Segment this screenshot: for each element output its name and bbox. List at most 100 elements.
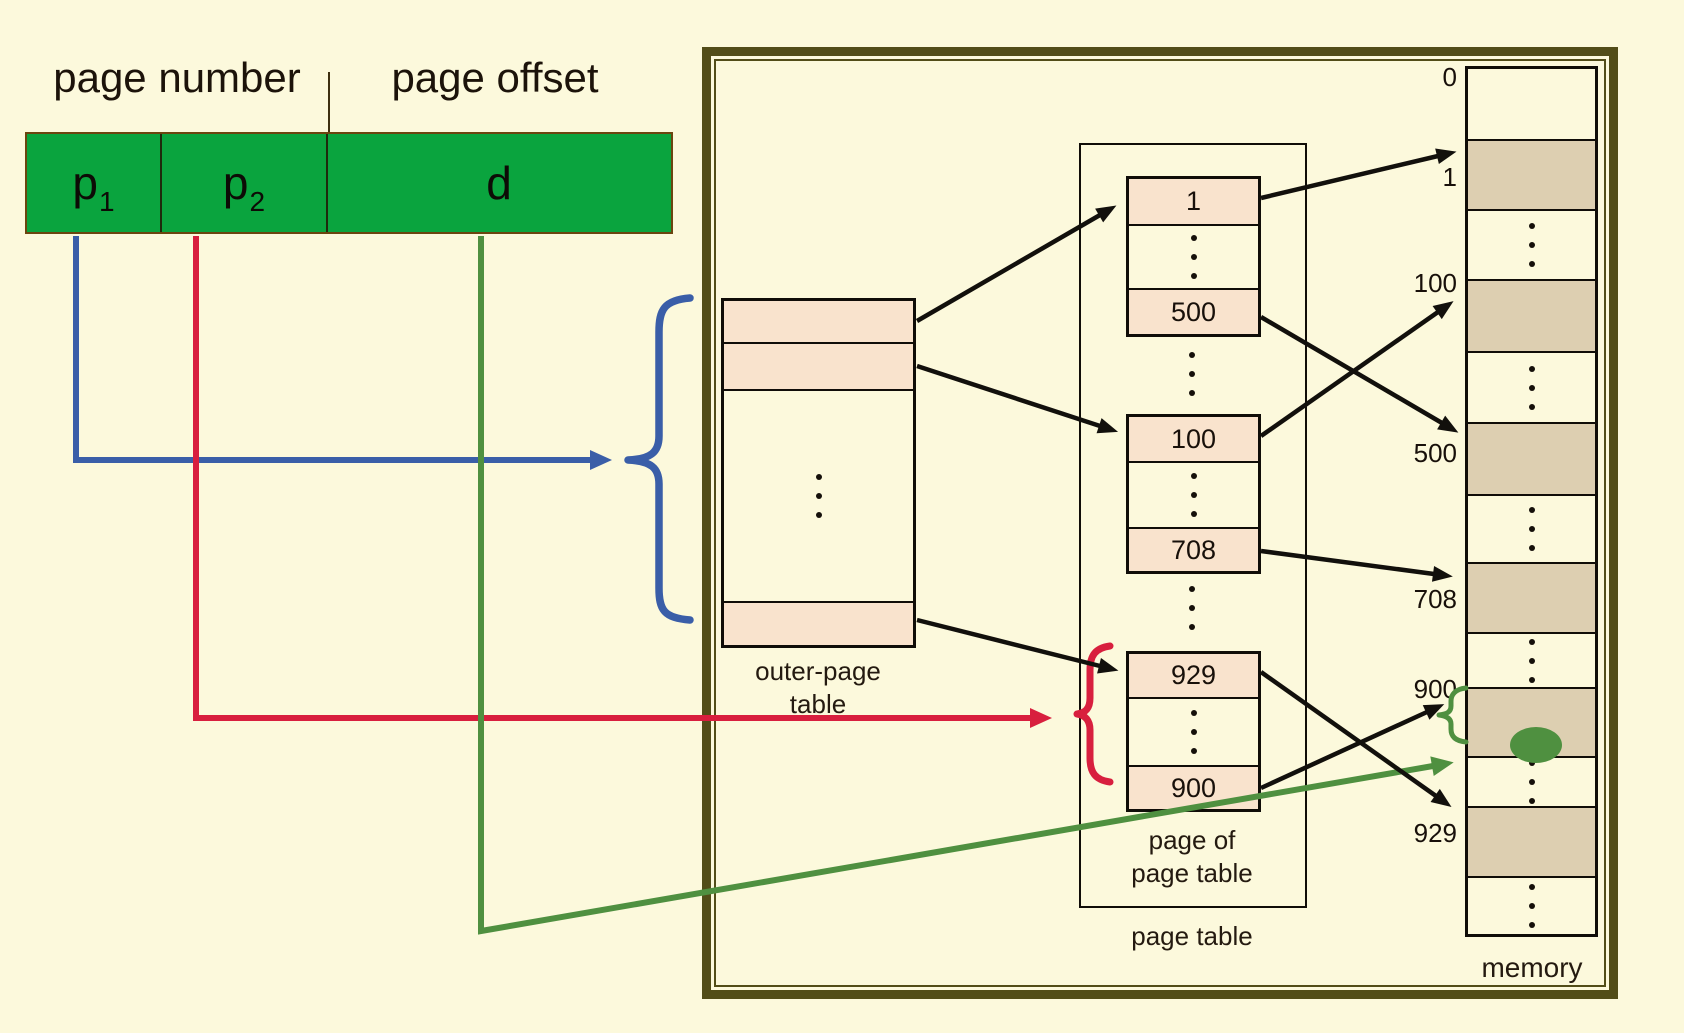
- outer-page-table-ellipsis-row: [724, 391, 913, 603]
- entry-value: 1: [1185, 186, 1202, 216]
- vertical-ellipsis: [1528, 884, 1535, 928]
- page-table-entry-900: 900: [1129, 767, 1258, 809]
- memory-ellipsis-row: [1468, 496, 1595, 564]
- outer-page-table-entry-bottom: [724, 603, 913, 645]
- dot: [1528, 779, 1535, 785]
- page-of-page-table-caption-line2: page table: [1131, 857, 1253, 888]
- dot: [1190, 748, 1197, 754]
- memory-ellipsis-row: [1468, 878, 1595, 934]
- address-field-d: d: [328, 134, 671, 232]
- entry-value: 900: [1170, 772, 1217, 803]
- memory-frame-label-0: 0: [1442, 62, 1457, 92]
- vertical-ellipsis: [1180, 586, 1204, 630]
- vertical-ellipsis: [1528, 507, 1535, 551]
- entry-value: 929: [1170, 660, 1217, 690]
- page-table-ellipsis-row: [1129, 463, 1258, 529]
- dot: [1528, 903, 1535, 909]
- page-offset-label: page offset: [391, 54, 599, 101]
- vertical-ellipsis: [1528, 223, 1535, 267]
- dot: [1189, 371, 1195, 377]
- outer-page-table-entry-top2: [724, 344, 913, 391]
- dot: [1528, 657, 1535, 664]
- dot: [1528, 545, 1535, 551]
- outer-page-table-entry-top1: [724, 301, 913, 344]
- page-of-page-table-caption: page of page table: [1092, 824, 1292, 889]
- memory-caption: memory: [1481, 952, 1583, 983]
- dot: [1528, 223, 1535, 229]
- target-word-ellipse: [1510, 727, 1562, 763]
- dot: [1190, 254, 1197, 260]
- page-table-entry-1: 1: [1129, 179, 1258, 226]
- entry-value: 100: [1170, 423, 1217, 454]
- dot: [1528, 526, 1535, 532]
- vertical-ellipsis: [1190, 710, 1197, 754]
- dot: [1189, 352, 1195, 358]
- memory-frame-100: [1468, 281, 1595, 353]
- vertical-ellipsis: [1528, 638, 1535, 683]
- dot: [1528, 384, 1535, 391]
- vertical-ellipsis: [815, 474, 822, 518]
- memory-frame-1: [1468, 141, 1595, 211]
- dot: [1189, 605, 1195, 611]
- memory-frame-label-929: 929: [1413, 818, 1457, 848]
- memory-ellipsis-row: [1468, 634, 1595, 689]
- dot: [1190, 492, 1197, 498]
- outer-page-table: [721, 298, 916, 648]
- dot: [1528, 242, 1535, 248]
- memory-frame-0: [1468, 69, 1595, 141]
- p1-selector-arrow: [73, 236, 612, 470]
- p1-subscript: 1: [99, 186, 115, 217]
- vertical-ellipsis: [1180, 352, 1204, 396]
- vertical-ellipsis: [1190, 235, 1197, 279]
- vertical-ellipsis: [1528, 365, 1535, 410]
- page-table-ellipsis-row: [1129, 226, 1258, 290]
- page-table-page-b: 100 708: [1126, 414, 1261, 574]
- dot: [1528, 922, 1535, 928]
- page-table-entry-708: 708: [1129, 529, 1258, 571]
- dot: [815, 493, 822, 499]
- entry-value: 708: [1170, 534, 1217, 565]
- dot: [1528, 676, 1535, 683]
- outer-page-table-caption: outer-page table: [718, 655, 918, 720]
- memory-ellipsis-row: [1468, 758, 1595, 808]
- page-of-page-table-caption-line1: page of: [1148, 825, 1236, 855]
- dot: [1528, 507, 1535, 513]
- outer-page-table-caption-line2: table: [789, 688, 847, 719]
- vertical-ellipsis: [1528, 760, 1535, 804]
- memory-frame-label-900: 900: [1413, 674, 1457, 704]
- p2-subscript: 2: [249, 186, 266, 217]
- page-number-label: page number: [53, 54, 301, 101]
- memory-frame-label-708: 708: [1413, 584, 1457, 614]
- dot: [1189, 624, 1195, 630]
- page-table-page-a: 1 500: [1126, 176, 1261, 337]
- page-table-caption: page table: [1131, 921, 1253, 951]
- dot: [1528, 798, 1535, 804]
- memory-frame-label-500: 500: [1413, 438, 1457, 468]
- memory-ellipsis-row: [1468, 353, 1595, 424]
- dot: [1190, 511, 1197, 517]
- dot: [1189, 390, 1195, 396]
- dot: [1528, 760, 1535, 766]
- dot: [815, 474, 822, 480]
- vertical-ellipsis: [1190, 473, 1197, 517]
- memory-ellipsis-row: [1468, 211, 1595, 281]
- dot: [1528, 261, 1535, 267]
- page-table-entry-100: 100: [1129, 417, 1258, 463]
- page-table-entry-500: 500: [1129, 290, 1258, 334]
- dot: [1190, 235, 1197, 241]
- blue-brace: [624, 294, 694, 624]
- entry-value: 500: [1170, 296, 1217, 327]
- dot: [1528, 403, 1535, 410]
- page-table-page-c: 929 900: [1126, 651, 1261, 812]
- dot: [1189, 586, 1195, 592]
- memory-frame-500: [1468, 424, 1595, 496]
- page-table-entry-929: 929: [1129, 654, 1258, 699]
- dot: [815, 512, 822, 518]
- dot: [1528, 884, 1535, 890]
- p2-base: p: [222, 157, 249, 209]
- outer-page-table-caption-line1: outer-page: [755, 656, 881, 686]
- dot: [1528, 638, 1535, 645]
